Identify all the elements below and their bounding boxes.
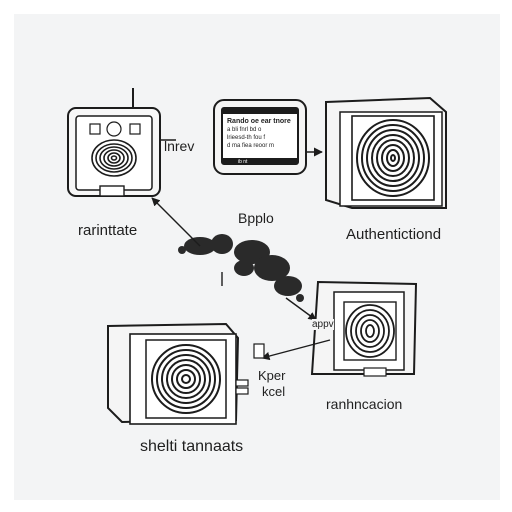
tablet-device-top-left — [67, 88, 176, 197]
fingerprint-icon — [91, 139, 137, 177]
terminal-footer: ib nt — [238, 159, 248, 165]
ink-smudge — [178, 234, 304, 302]
fingerprint-icon — [345, 304, 395, 358]
scanner-device-bottom-right — [310, 280, 418, 377]
terminal-line-3: d ma fiea reoor m — [227, 143, 275, 149]
label-right: Authentictiond — [346, 226, 442, 243]
label-left: rarinttate — [78, 222, 138, 239]
label-bottom-left-side-2: kcel — [262, 384, 286, 399]
label-bottom-right-tag: appv — [312, 319, 334, 330]
terminal-device-icon — [213, 99, 323, 175]
scanner-device-top-right — [325, 96, 447, 209]
label-bottom-left-side-1: Kper — [258, 368, 286, 383]
fingerprint-icon — [151, 344, 221, 414]
terminal-title: Rando oe ear tnore — [227, 118, 291, 125]
label-top-left: lnrev — [164, 138, 195, 154]
terminal-line-1: a bli fnrl bd o — [227, 127, 262, 133]
terminal-line-2: lrieesd-th fou f — [227, 135, 266, 141]
tablet-device-bottom-left — [107, 322, 265, 425]
label-center: Bpplo — [238, 210, 274, 226]
label-bottom-left-title: shelti tannaats — [140, 438, 244, 455]
label-bottom-right: ranhncacion — [326, 396, 403, 412]
fingerprint-icon — [356, 119, 430, 197]
